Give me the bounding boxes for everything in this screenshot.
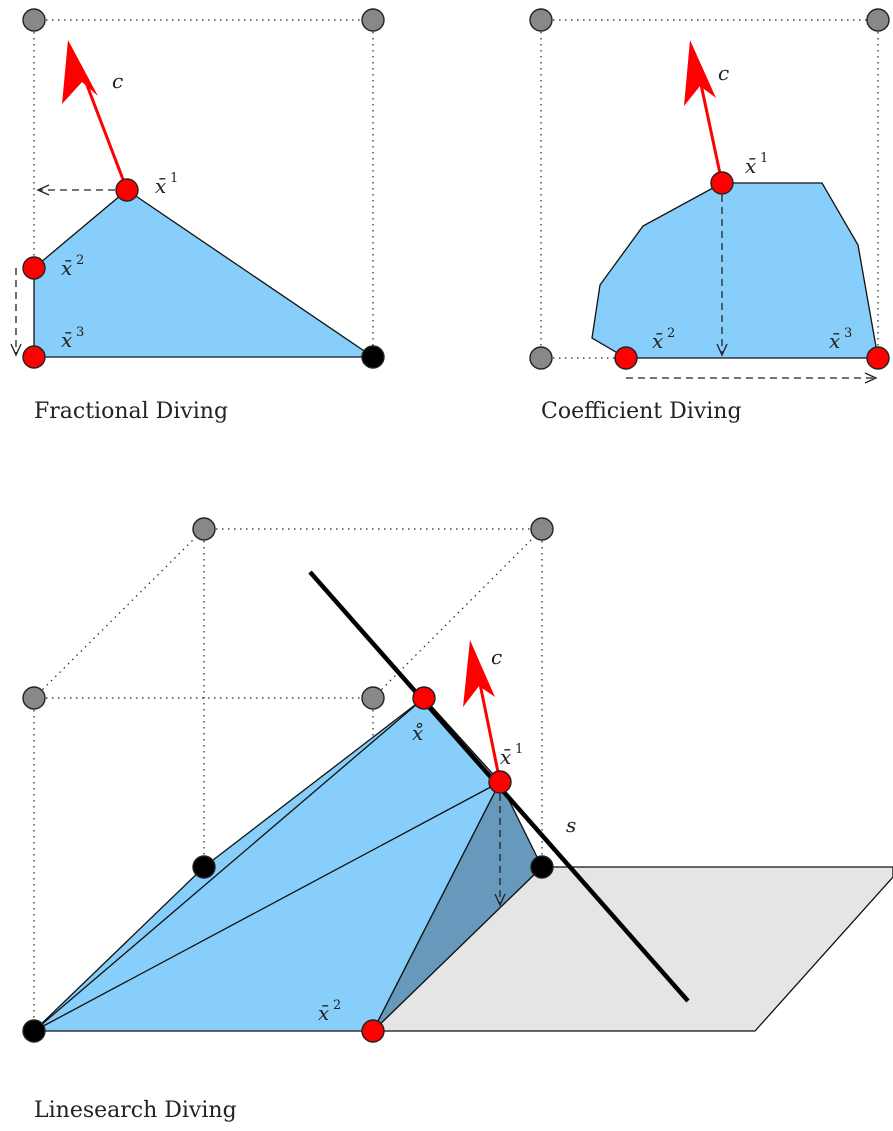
vertex-point-gray	[22, 686, 46, 710]
vertex-point-black	[22, 1019, 46, 1043]
label-x2-sup: 2	[667, 326, 675, 341]
vertex-point-gray	[361, 686, 385, 710]
objective-arrowhead	[684, 40, 716, 106]
objective-arrowhead	[463, 640, 495, 707]
label-x2-sup: 2	[76, 253, 84, 268]
label-c: c	[718, 61, 729, 85]
label-x3-sup: 3	[844, 326, 852, 341]
lp-solution-point	[22, 345, 46, 369]
label-x1-sup: 1	[760, 151, 768, 166]
label-x3-sup: 3	[76, 325, 84, 340]
fractional-diving-panel: c x̄ 1 x̄ 2 x̄ 3 Fractional Diving	[10, 8, 385, 424]
lp-solution-point	[614, 346, 638, 370]
vertex-point-gray	[22, 8, 46, 32]
vertex-point-black	[192, 855, 216, 879]
caption-fractional-diving: Fractional Diving	[34, 399, 228, 424]
label-x3: x̄	[829, 329, 840, 353]
polytope-edge	[423, 697, 501, 783]
polytope-edge	[33, 781, 501, 1032]
vertex-point-black	[530, 855, 554, 879]
box-edge	[372, 528, 543, 699]
caption-coefficient-diving: Coefficient Diving	[541, 399, 742, 424]
vertex-point-gray	[192, 517, 216, 541]
lp-solution-point	[361, 1019, 385, 1043]
vertex-point-gray	[866, 8, 890, 32]
label-c: c	[491, 645, 502, 669]
label-x1-sup: 1	[515, 742, 523, 757]
label-xring: x̊	[412, 721, 423, 745]
label-x1: x̄	[155, 174, 166, 198]
lp-solution-point	[22, 256, 46, 280]
label-x2: x̄	[61, 256, 72, 280]
objective-arrow-c	[80, 71, 129, 191]
label-c: c	[112, 69, 123, 93]
objective-arrowhead	[62, 40, 98, 104]
coefficient-diving-panel: c x̄ 1 x̄ 2 x̄ 3 Coefficient Diving	[529, 8, 890, 424]
vertex-point-gray	[361, 8, 385, 32]
polytope-edge	[33, 697, 425, 1032]
label-x3: x̄	[61, 328, 72, 352]
label-x1: x̄	[745, 154, 756, 178]
caption-linesearch-diving: Linesearch Diving	[34, 1098, 237, 1123]
lp-solution-point	[488, 770, 512, 794]
lp-solution-point	[115, 178, 139, 202]
label-x2: x̄	[318, 1001, 329, 1025]
label-x2: x̄	[652, 329, 663, 353]
label-s: s	[566, 813, 576, 837]
vertex-point-gray	[529, 8, 553, 32]
objective-arrow-c	[476, 673, 502, 783]
label-x1: x̄	[500, 745, 511, 769]
vertex-point-gray	[529, 346, 553, 370]
lp-solution-point	[710, 171, 734, 195]
box-edge	[33, 528, 205, 699]
feasible-polytope	[33, 189, 376, 358]
linesearch-diving-panel: c x̄ 1 x̊ s x̄ 2 Linesearch Diving	[22, 517, 893, 1123]
label-x1-sup: 1	[170, 171, 178, 186]
root-solution-point	[412, 686, 436, 710]
vertex-point-gray	[530, 517, 554, 541]
lp-solution-point	[866, 346, 890, 370]
objective-arrow-c	[697, 74, 724, 184]
vertex-point-black	[361, 345, 385, 369]
label-x2-sup: 2	[333, 998, 341, 1013]
